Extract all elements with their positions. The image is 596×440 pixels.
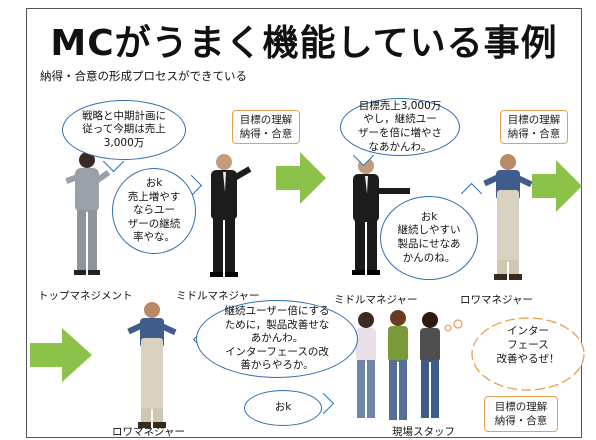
cloud-line: 改善やるぜ！ bbox=[496, 353, 560, 366]
bubble-line: おk bbox=[420, 210, 438, 223]
label-middle-manager-2: ミドルマネジャー bbox=[334, 294, 418, 306]
box-line: 目標の理解 bbox=[239, 113, 293, 126]
bubble-4-text: おk 継続しやすい 製品にせなあ かんのね。 bbox=[398, 211, 461, 266]
bubble-line: あかんわ。 bbox=[250, 332, 304, 345]
bubble-line: 製品にせなあ bbox=[397, 238, 461, 250]
person-lower-manager-2 bbox=[127, 302, 177, 428]
bubble-line: おk bbox=[274, 401, 292, 414]
bubble-line: 売上増やす bbox=[127, 190, 181, 203]
bubble-line: おk bbox=[145, 176, 163, 189]
goal-understanding-box-1: 目標の理解 納得・合意 bbox=[232, 110, 300, 144]
bubble-line: 3,000万 bbox=[103, 136, 145, 149]
speech-bubble-top-management: 戦略と中期計画に 従って今期は売上 3,000万 bbox=[62, 100, 186, 160]
bubble-line: かんのね。 bbox=[402, 251, 456, 264]
arrow-right-3 bbox=[30, 328, 92, 382]
slide-title: MCがうまく機能している事例 bbox=[50, 23, 558, 64]
box-line: 目標の理解 bbox=[507, 113, 561, 126]
box-line: 納得・合意 bbox=[239, 128, 293, 140]
label-top-management: トップマネジメント bbox=[38, 290, 133, 302]
bubble-line: 率やな。 bbox=[133, 231, 175, 244]
bubble-5-text: 継続ユーザー倍にする ために，製品改善せな あかんわ。 インターフェースの改 善… bbox=[225, 305, 330, 373]
cloud-line: フェース bbox=[507, 339, 549, 352]
box-line: 納得・合意 bbox=[494, 415, 548, 427]
bubble-line: 戦略と中期計画に bbox=[82, 109, 166, 122]
speech-bubble-lower-manager-1: おk 継続しやすい 製品にせなあ かんのね。 bbox=[380, 196, 478, 280]
speech-bubble-lower-manager-2: 継続ユーザー倍にする ために，製品改善せな あかんわ。 インターフェースの改 善… bbox=[196, 300, 358, 378]
bubble-line: ザーの継続 bbox=[127, 217, 181, 230]
slide-frame bbox=[26, 8, 582, 438]
thought-cloud-shape bbox=[444, 317, 585, 391]
bubble-line: 継続しやすい bbox=[397, 224, 461, 237]
bubble-line: 継続ユーザー倍にする bbox=[224, 304, 330, 317]
speech-bubble-middle-manager-1: おk 売上増やす ならユー ザーの継続 率やな。 bbox=[112, 168, 196, 254]
person-middle-manager-1 bbox=[210, 154, 252, 277]
label-lower-manager-1: ロワマネジャー bbox=[460, 294, 533, 306]
label-lower-manager-2: ロワマネジャー bbox=[112, 426, 185, 438]
bubble-line: ザーを倍に増やさ bbox=[358, 127, 442, 139]
bubble-line: インターフェースの改 bbox=[225, 345, 329, 358]
thought-cloud-text: インター フェース 改善やるぜ！ bbox=[478, 324, 578, 367]
bubble-2-text: おk 売上増やす ならユー ザーの継続 率やな。 bbox=[128, 177, 181, 245]
cloud-line: インター bbox=[507, 325, 549, 337]
bubble-line: なあかんわ。 bbox=[368, 140, 432, 153]
slide-subtitle: 納得・合意の形成プロセスができている bbox=[40, 69, 247, 83]
bubble-line: 目標売上3,000万 bbox=[358, 99, 442, 112]
goal-understanding-box-2: 目標の理解 納得・合意 bbox=[500, 110, 568, 144]
person-lower-manager-1 bbox=[483, 154, 533, 280]
label-field-staff: 現場スタッフ bbox=[392, 426, 455, 438]
arrow-right-2 bbox=[532, 160, 582, 212]
bubble-3-text: 目標売上3,000万 やし，継続ユー ザーを倍に増やさ なあかんわ。 bbox=[358, 100, 442, 155]
bubble-line: やし，継続ユー bbox=[363, 113, 437, 126]
box-line: 目標の理解 bbox=[494, 400, 548, 413]
bubble-line: 従って今期は売上 bbox=[82, 123, 166, 136]
bubble-1-text: 戦略と中期計画に 従って今期は売上 3,000万 bbox=[82, 110, 166, 151]
goal-understanding-box-3: 目標の理解 納得・合意 bbox=[484, 396, 558, 432]
arrow-right-1 bbox=[276, 152, 326, 204]
group-field-staff bbox=[356, 310, 440, 420]
speech-bubble-middle-manager-2: 目標売上3,000万 やし，継続ユー ザーを倍に増やさ なあかんわ。 bbox=[340, 98, 460, 156]
bubble-line: ならユー bbox=[133, 204, 175, 217]
person-top-management bbox=[65, 152, 111, 275]
speech-bubble-staff-reply: おk bbox=[244, 390, 322, 426]
label-middle-manager-1: ミドルマネジャー bbox=[176, 290, 260, 302]
person-middle-manager-2 bbox=[352, 158, 410, 275]
bubble-line: 善からやろか。 bbox=[240, 359, 314, 372]
box-line: 納得・合意 bbox=[507, 128, 561, 140]
bubble-line: ために，製品改善せな bbox=[224, 318, 330, 331]
